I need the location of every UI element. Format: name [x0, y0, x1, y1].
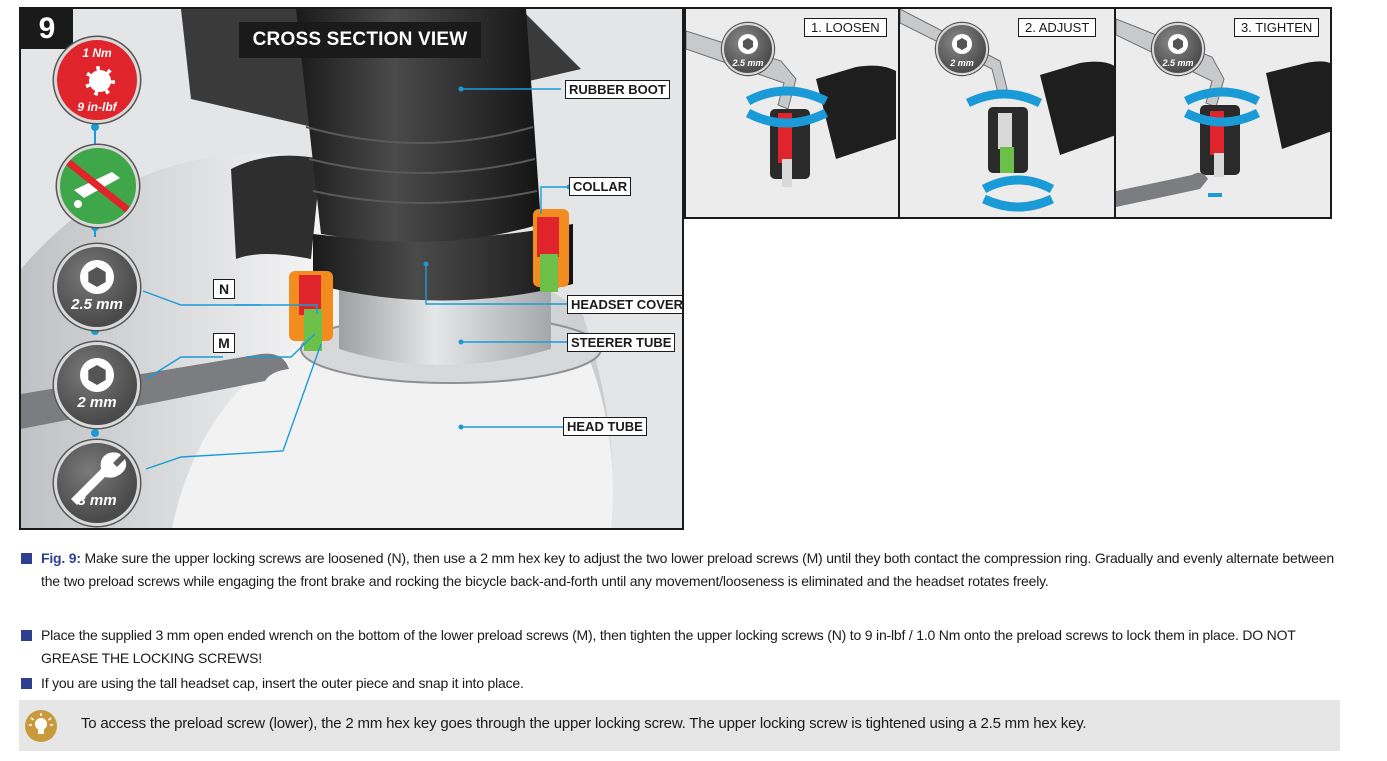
figure-reference: Fig. 9:	[41, 550, 81, 566]
tool-3mm-label: 3 mm	[77, 492, 117, 509]
wrench-icon	[71, 452, 127, 505]
lightbulb-icon	[25, 710, 57, 742]
torque-nm-label: 1 Nm	[82, 46, 112, 60]
instruction-bullet-2: Place the supplied 3 mm open ended wrenc…	[19, 624, 1349, 670]
step-label-tighten: 3. TIGHTEN	[1234, 18, 1320, 37]
hex-key-2mm-icon: 2 mm	[54, 342, 140, 428]
loosen-illustration	[686, 9, 898, 217]
cross-section-title: CROSS SECTION VIEW	[239, 22, 481, 58]
lightbulb-glyph	[29, 713, 53, 734]
callout-collar: COLLAR	[569, 177, 632, 196]
step-label-loosen: 1. LOOSEN	[804, 18, 887, 37]
torque-badge: 1 Nm 9 in-lbf	[54, 37, 140, 123]
adjust-illustration	[900, 9, 1114, 217]
step-panel-adjust: 2 mm 2. ADJUST	[898, 7, 1116, 219]
step-label-adjust: 2. ADJUST	[1018, 18, 1097, 37]
bullet-square-icon	[21, 553, 32, 564]
instruction-bullet-3: If you are using the tall headset cap, i…	[19, 672, 1349, 695]
screw-tag-n: N	[213, 279, 235, 299]
step-panel-loosen: 2.5 mm 1. LOOSEN	[684, 7, 900, 219]
loosen-key-badge: 2.5 mm	[722, 23, 774, 75]
bullet-square-icon	[21, 630, 32, 641]
torque-inlbf-label: 9 in-lbf	[77, 100, 117, 114]
callout-head-tube: HEAD TUBE	[563, 417, 647, 436]
adjust-key-label: 2 mm	[950, 58, 974, 68]
callout-steerer-tube: STEERER TUBE	[567, 333, 676, 352]
wrench-3mm-icon: 3 mm	[54, 440, 140, 526]
callout-headset-cover: HEADSET COVER	[567, 295, 682, 314]
instruction-text-3: If you are using the tall headset cap, i…	[41, 675, 524, 691]
cross-section-figure: 9 CROSS SECTION VIEW 1 Nm 9 in-lbf 2.5 m…	[19, 7, 684, 530]
tip-box: To access the preload screw (lower), the…	[19, 700, 1340, 751]
step-number: 9	[21, 9, 73, 49]
screw-tag-m: M	[213, 333, 235, 353]
instruction-bullet-1: Fig. 9: Make sure the upper locking scre…	[19, 547, 1349, 593]
bullet-square-icon	[21, 678, 32, 689]
hex-key-icon	[80, 358, 114, 392]
tip-text: To access the preload screw (lower), the…	[81, 715, 1087, 732]
callout-rubber-boot: RUBBER BOOT	[565, 80, 670, 99]
tighten-key-label: 2.5 mm	[1162, 58, 1194, 68]
torque-gear-icon	[85, 66, 115, 96]
no-grease-icon	[57, 145, 139, 227]
hex-key-icon	[1168, 34, 1188, 54]
hex-key-2-5mm-icon: 2.5 mm	[54, 244, 140, 330]
adjust-key-badge: 2 mm	[936, 23, 988, 75]
tighten-key-badge: 2.5 mm	[1152, 23, 1204, 75]
step-panel-tighten: 2.5 mm 3. TIGHTEN	[1114, 7, 1332, 219]
tool-2mm-label: 2 mm	[77, 394, 117, 411]
tool-2-5mm-label: 2.5 mm	[71, 296, 123, 313]
tighten-illustration	[1116, 9, 1330, 217]
hex-key-icon	[738, 34, 758, 54]
instruction-text-2: Place the supplied 3 mm open ended wrenc…	[41, 627, 1296, 666]
hex-key-icon	[952, 34, 972, 54]
instruction-text-1: Make sure the upper locking screws are l…	[41, 550, 1334, 589]
loosen-key-label: 2.5 mm	[732, 58, 764, 68]
grease-gun-icon	[65, 159, 131, 213]
hex-key-icon	[80, 260, 114, 294]
